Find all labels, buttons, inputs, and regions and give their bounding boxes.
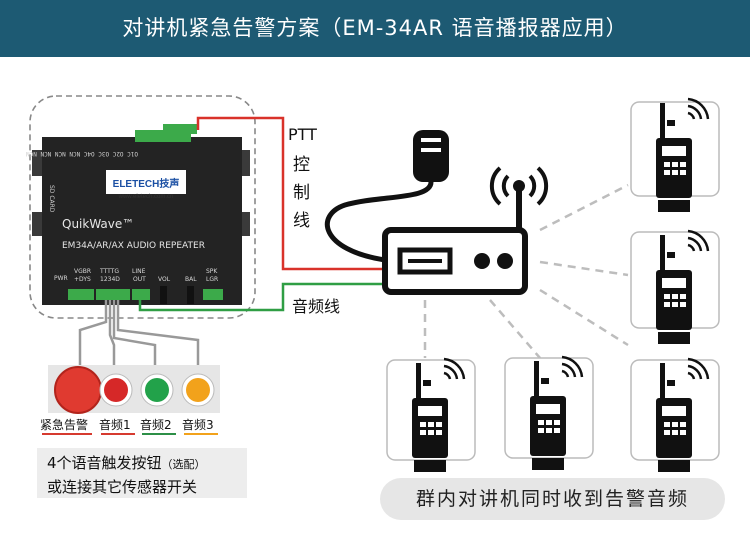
trigger-wire-4 xyxy=(116,300,200,378)
radio-links xyxy=(423,183,629,359)
underline-audio3 xyxy=(184,433,218,435)
model-name: QuikWave™ xyxy=(62,217,134,231)
trigger-note: 4个语音触发按钮（选配） 或连接其它传感器开关 xyxy=(37,448,247,498)
page-title: 对讲机紧急告警方案（EM-34AR 语音播报器应用） xyxy=(0,0,750,57)
model-desc: EM34A/AR/AX AUDIO REPEATER xyxy=(62,241,205,251)
trigger-wire-3 xyxy=(112,300,157,378)
button-label-audio3: 音频3 xyxy=(182,418,214,432)
underline-emergency xyxy=(42,433,92,435)
device-dashed-outline xyxy=(29,95,256,319)
note-line1: 4个语音触发按钮 xyxy=(47,454,162,472)
em34ar-device xyxy=(32,124,250,305)
button-label-audio1: 音频1 xyxy=(99,418,131,432)
brand-logo: ELETECH技声 xyxy=(113,177,180,190)
svg-text:VGBR: VGBR xyxy=(74,268,91,275)
ptt-vertical-1: 控 xyxy=(293,155,310,175)
svg-text:LGR: LGR xyxy=(206,276,218,283)
svg-text:1234D: 1234D xyxy=(100,276,120,283)
ptt-label: PTT xyxy=(288,125,317,144)
button-label-emergency: 紧急告警 xyxy=(40,418,89,432)
button-label-audio2: 音频2 xyxy=(140,418,172,432)
sd-card-label: SD CARD xyxy=(48,185,55,213)
svg-text:TTTTG: TTTTG xyxy=(99,268,119,275)
audio-wire xyxy=(138,282,385,312)
note-line2: 或连接其它传感器开关 xyxy=(47,478,198,496)
svg-text:+DYS: +DYS xyxy=(74,276,91,283)
ports-top-label: O1C O2C O3C O4C NCN NCN NCN NCN xyxy=(26,150,138,157)
audio-wire-label: 音频线 xyxy=(292,297,341,316)
ptt-control-wire xyxy=(196,116,385,271)
trigger-wire-2 xyxy=(108,300,116,378)
svg-text:OUT: OUT xyxy=(133,276,146,283)
svg-text:BAL: BAL xyxy=(185,276,197,283)
underline-audio1 xyxy=(101,433,135,435)
svg-text:SPK: SPK xyxy=(206,268,218,275)
svg-text:PWR: PWR xyxy=(54,275,68,282)
trigger-wire-1 xyxy=(78,300,108,370)
brand-url: www.eletech.com.cn xyxy=(118,194,174,200)
ptt-vertical-2: 制 xyxy=(293,183,310,203)
underline-audio2 xyxy=(142,433,176,435)
base-station-radio xyxy=(325,130,549,295)
svg-text:LINE: LINE xyxy=(132,268,146,275)
svg-text:VOL: VOL xyxy=(158,276,171,283)
emergency-button xyxy=(54,366,102,414)
note-line1-small: （选配） xyxy=(161,458,206,471)
wiring-diagram: ELETECH技声 www.eletech.com.cn QuikWave™ E… xyxy=(26,95,720,474)
footer-caption: 群内对讲机同时收到告警音频 xyxy=(380,478,725,520)
ptt-vertical-3: 线 xyxy=(293,211,310,231)
